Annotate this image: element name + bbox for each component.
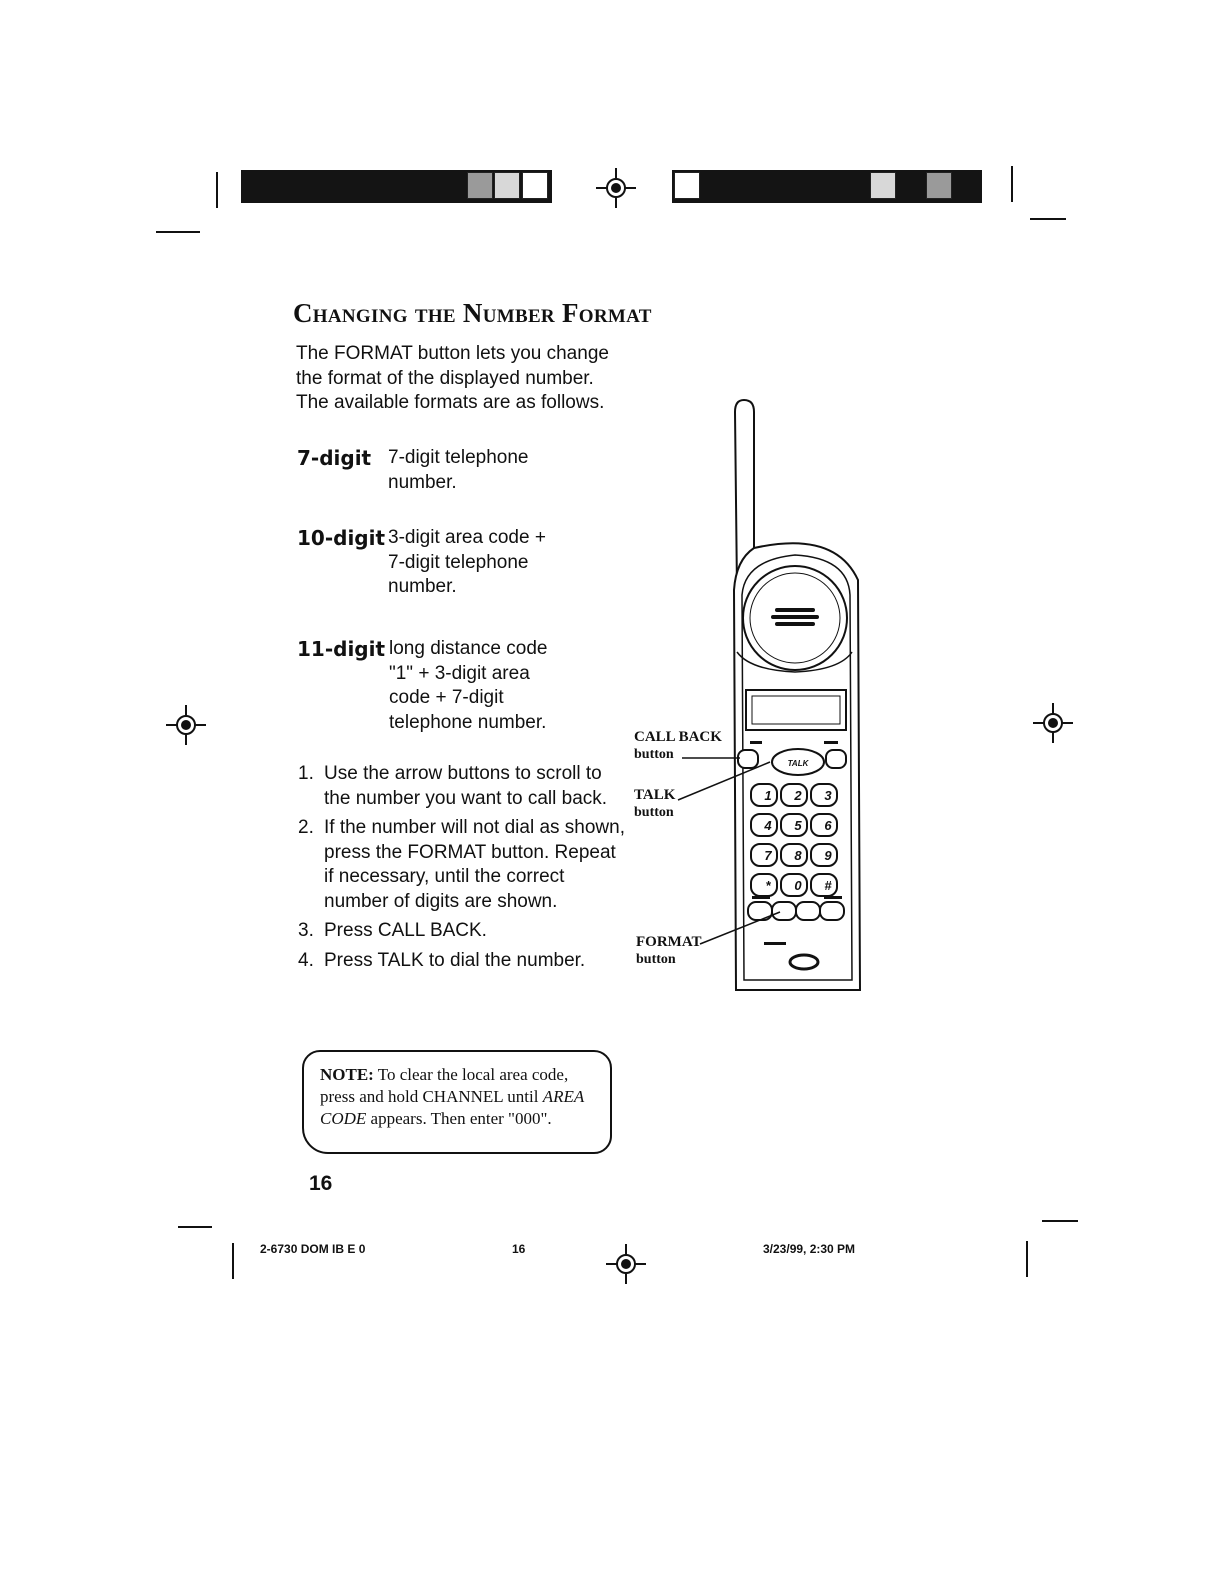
format-term-10: 10-digit xyxy=(297,526,385,550)
callout-sublabel: button xyxy=(634,747,674,762)
step-number: 4. xyxy=(298,949,314,971)
format-term: 7-digit xyxy=(297,446,372,470)
format-description: long distance code "1" + 3-digit area co… xyxy=(389,638,548,733)
volume-key xyxy=(825,749,847,769)
key-label: * xyxy=(765,878,771,893)
talk-key xyxy=(771,748,825,776)
note-text-end: appears. Then enter "000". xyxy=(370,1109,552,1128)
callout-label: FORMAT xyxy=(636,934,702,950)
callout-talk: TALK button xyxy=(634,786,675,822)
page-number: 16 xyxy=(309,1172,333,1195)
note-italic-text: AREA CODE xyxy=(320,1087,584,1128)
list-item: 3. Press CALL BACK. xyxy=(298,919,628,944)
footer-page: 16 xyxy=(512,1242,526,1256)
key-label: 5 xyxy=(794,818,802,833)
format-term-7: 7-digit xyxy=(297,446,371,470)
key-label: 9 xyxy=(824,848,832,863)
key-label: 1 xyxy=(764,788,771,803)
key-button xyxy=(810,783,838,807)
callout-label: TALK xyxy=(634,787,676,803)
crop-mark xyxy=(1030,218,1066,220)
key-label: 4 xyxy=(763,818,772,833)
key-button xyxy=(780,783,808,807)
key-button xyxy=(810,843,838,867)
note-label: NOTE: xyxy=(320,1065,374,1084)
key-button xyxy=(750,813,778,837)
intro-paragraph: The FORMAT button lets you change the fo… xyxy=(296,343,609,413)
key-button xyxy=(750,783,778,807)
crop-mark xyxy=(156,231,200,233)
step-number: 3. xyxy=(298,920,314,941)
key-button xyxy=(780,843,808,867)
footer-timestamp: 3/23/99, 2:30 PM xyxy=(763,1242,856,1256)
steps-list: 1. Use the arrow buttons to scroll to th… xyxy=(298,762,628,978)
microphone xyxy=(788,953,820,971)
crosshair-icon xyxy=(166,705,206,745)
crosshair-icon xyxy=(606,1244,646,1284)
list-item: 2. If the number will not dial as shown,… xyxy=(298,816,628,914)
format-term-11: 11-digit xyxy=(297,637,385,661)
step-text: Use the arrow buttons to scroll to the n… xyxy=(324,763,608,809)
step-number: 2. xyxy=(298,817,314,838)
callout-sublabel: button xyxy=(636,952,676,967)
page-title: Changing the Number Format xyxy=(293,298,652,328)
crop-mark xyxy=(1011,166,1013,202)
display-screen xyxy=(745,689,847,731)
key-label: 3 xyxy=(824,788,832,803)
list-item: 4. Press TALK to dial the number. xyxy=(298,949,628,974)
key-button xyxy=(750,873,778,897)
step-number: 1. xyxy=(298,763,314,784)
step-text: Press TALK to dial the number. xyxy=(324,949,586,971)
crop-mark xyxy=(232,1243,234,1279)
callout-label: CALL BACK xyxy=(634,729,722,745)
callout-line xyxy=(677,761,771,801)
format-description: 7-digit telephone number. xyxy=(388,447,529,493)
list-item: 1. Use the arrow buttons to scroll to th… xyxy=(298,762,628,811)
note-text: To clear the local area code, press and … xyxy=(320,1065,569,1106)
crop-mark xyxy=(178,1226,212,1228)
callout-format: FORMAT button xyxy=(636,933,702,969)
key-button xyxy=(750,843,778,867)
antenna xyxy=(733,398,755,591)
handset-illustration: TALK 1 2 3 4 5 6 7 8 9 * 0 # xyxy=(677,398,862,991)
callout-call-back: CALL BACK button xyxy=(634,728,722,764)
footer-doc-id: 2-6730 DOM IB E 0 xyxy=(260,1242,366,1256)
callout-sublabel: button xyxy=(634,805,674,820)
key-label: 0 xyxy=(794,878,802,893)
crop-mark xyxy=(1026,1241,1028,1277)
crosshair-icon xyxy=(1033,703,1073,743)
call-back-key xyxy=(737,749,759,769)
memory-key xyxy=(795,901,821,921)
color-bar-right xyxy=(672,170,982,203)
key-label: 8 xyxy=(794,848,802,863)
format-term: 10-digit xyxy=(297,526,386,550)
crop-mark xyxy=(1042,1220,1078,1222)
callout-line xyxy=(699,911,781,945)
key-label: 2 xyxy=(793,788,802,803)
key-button xyxy=(780,873,808,897)
key-label: 6 xyxy=(824,818,832,833)
talk-key-label: TALK xyxy=(788,759,810,768)
format-description: 3-digit area code + 7-digit telephone nu… xyxy=(388,527,546,597)
note-box: NOTE: To clear the local area code, pres… xyxy=(302,1050,612,1154)
format-key xyxy=(771,901,797,921)
key-label: # xyxy=(824,878,832,893)
crop-mark xyxy=(216,172,218,208)
step-text: Press CALL BACK. xyxy=(324,920,487,941)
keypad: 1 2 3 4 5 6 7 8 9 * 0 # xyxy=(750,783,838,897)
key-button xyxy=(780,813,808,837)
color-bar-left xyxy=(241,170,552,203)
key-button xyxy=(810,813,838,837)
crosshair-icon xyxy=(596,168,636,208)
key-label: 7 xyxy=(764,848,772,863)
step-text: If the number will not dial as shown, pr… xyxy=(324,817,625,912)
flash-key xyxy=(819,901,845,921)
format-term: 11-digit xyxy=(297,637,386,661)
